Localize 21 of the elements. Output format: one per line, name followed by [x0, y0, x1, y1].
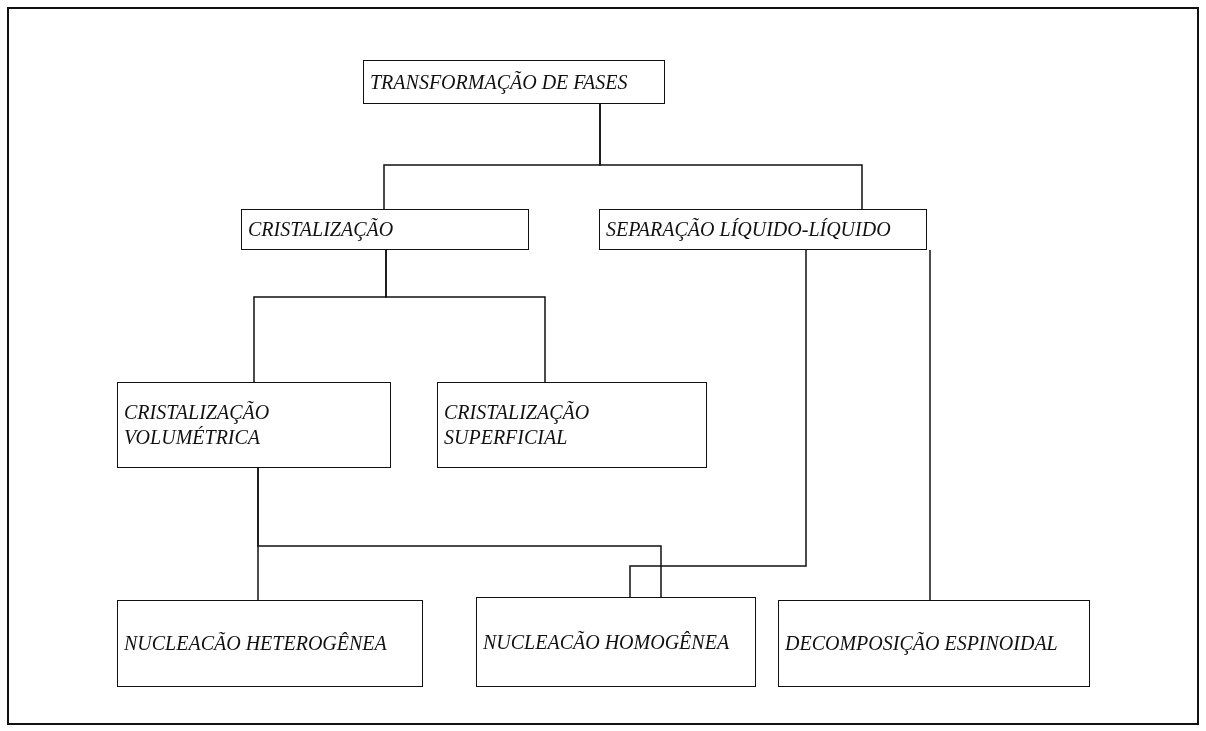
process-box: [778, 600, 1090, 687]
connector-line: [599, 103, 863, 210]
process-box: [117, 600, 423, 687]
process-box: [241, 209, 529, 250]
box-label: NUCLEACÃO HETEROGÊNEA: [124, 631, 387, 656]
connector-line: [629, 249, 807, 598]
box-label: NUCLEACÃO HOMOGÊNEA: [483, 629, 730, 655]
process-box: [117, 382, 391, 468]
process-box: [437, 382, 707, 468]
box-label: CRISTALIZAÇÃO SUPERFICIAL: [444, 400, 591, 450]
process-box: [599, 209, 927, 250]
box-label: TRANSFORMAÇÃO DE FASES: [370, 69, 628, 95]
box-label: CRISTALIZAÇÃO VOLUMÉTRICA: [124, 400, 271, 450]
box-label: DECOMPOSIÇÃO ESPINOIDAL: [785, 631, 1058, 656]
box-label: CRISTALIZAÇÃO: [248, 217, 394, 242]
connector-line: [929, 249, 931, 601]
process-box: [363, 60, 665, 104]
process-box: [476, 597, 756, 687]
connector-line: [257, 467, 662, 598]
box-label: SEPARAÇÃO LÍQUIDO-LÍQUIDO: [606, 217, 891, 242]
connector-line: [385, 249, 546, 383]
